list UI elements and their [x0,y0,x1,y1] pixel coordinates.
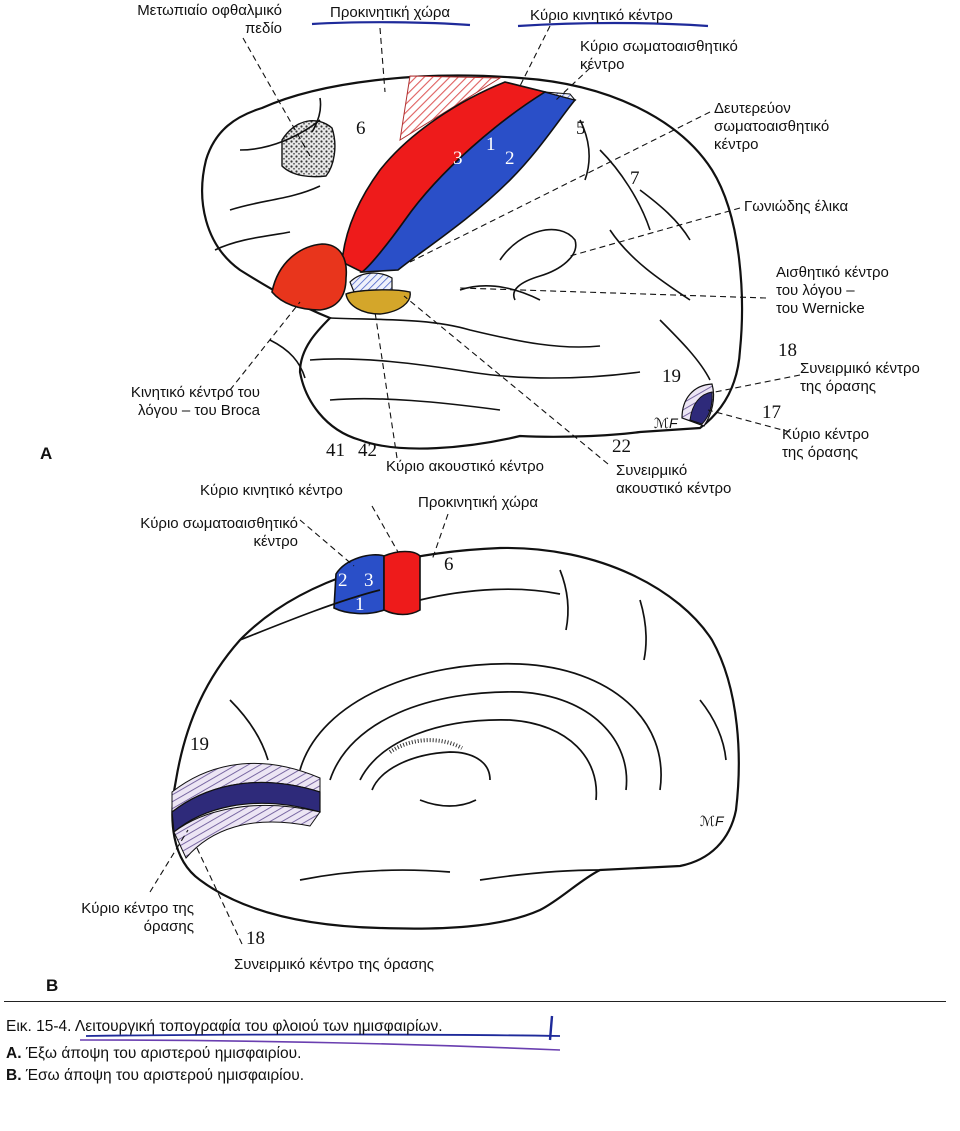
area-6-a: 6 [356,118,366,139]
label-line: του Wernicke [776,300,865,317]
label-line: όρασης [143,918,194,935]
label-line: πεδίο [244,20,282,37]
frontal-eye-field-area [281,120,336,178]
label-wernicke: Αισθητικό κέντρο του λόγου – του Wernick… [776,264,889,318]
area-41-a: 41 [326,440,345,461]
broca-area [271,243,348,311]
leader-lines-b [149,505,449,945]
area-5-a: 5 [576,118,586,139]
label-line: Δευτερεύον [714,100,791,117]
label-primary-visual-b: Κύριο κέντρο της όρασης [30,900,194,936]
label-line: Κύριο σωματοαισθητικό [580,38,738,55]
area-17-a: 17 [762,402,781,423]
label-line: ακουστικό κέντρο [616,480,732,497]
label-line: Κύριο κέντρο [782,426,870,443]
label-line: κέντρο [253,533,299,550]
label-line: Αισθητικό κέντρο [776,264,889,281]
area-3-a: 3 [453,148,463,169]
premotor-underline [311,21,471,27]
label-visual-association-a: Συνειρμικό κέντρο της όρασης [800,360,920,396]
area-1-b: 1 [355,594,365,615]
label-line: της όρασης [782,444,859,461]
caption-tag-a: Α. [6,1045,22,1062]
label-line: κέντρο [580,56,625,73]
label-premotor-a: Προκινητική χώρα [330,4,451,21]
area-7-a: 7 [630,168,640,189]
caption-tag-b: Β. [6,1067,22,1084]
primary-auditory-area [345,289,411,315]
medial-view [149,505,740,945]
area-22-a: 22 [612,436,631,457]
caption-marker [548,1015,554,1041]
fornix-dotted [388,738,463,754]
lateral-outline [201,74,744,450]
area-19-a: 19 [662,366,681,387]
caption-underline [85,1033,561,1037]
label-visual-association-b: Συνειρμικό κέντρο της όρασης [234,956,435,973]
auditory-assoc-small [349,272,393,293]
area-18-a: 18 [778,340,797,361]
caption-line-b: Β. Έσω άποψη του αριστερού ημισφαιρίου. [6,1066,304,1085]
caption-title: Εικ. 15-4. Λειτουργική τοπογραφία του φλ… [6,1018,443,1035]
label-secondary-somatosensory: Δευτερεύον σωματοαισθητικό κέντρο [714,100,829,154]
label-frontal-eye-field: Μετωπιαίο οφθαλμικό πεδίο [100,2,282,38]
label-line: Συνειρμικό [616,462,688,479]
label-primary-motor-b: Κύριο κινητικό κέντρο [200,482,343,499]
caption-divider [4,1001,946,1002]
medial-visual-assoc-lower [173,805,321,859]
medial-motor-area [383,550,421,616]
label-primary-somatosensory-b: Κύριο σωματοαισθητικό κέντρο [110,515,298,551]
panel-label-b: B [46,976,59,995]
area-6-b: 6 [444,554,454,575]
motor-underline [517,21,709,28]
medial-sulci [229,569,727,881]
label-line: Συνειρμικό κέντρο [800,360,920,377]
label-angular-gyrus: Γωνιώδης έλικα [744,198,849,215]
primary-somatosensory-area [359,91,577,273]
label-auditory-association: Συνειρμικό ακουστικό κέντρο [616,462,731,498]
label-line: της όρασης [800,378,877,395]
artist-signature-a: ℳF [654,415,678,431]
label-primary-visual-a: Κύριο κέντρο της όρασης [782,426,869,462]
area-2-a: 2 [505,148,515,169]
caption-line-a: Α. Έξω άποψη του αριστερού ημισφαιρίου. [6,1044,301,1063]
primary-visual-area-a [689,391,713,425]
label-line: Κινητικό κέντρο του [130,384,260,401]
caption-underline-purple [79,1039,561,1051]
area-2-b: 2 [338,570,348,591]
caption-text-a: Έξω άποψη του αριστερού ημισφαιρίου. [25,1045,302,1062]
label-line: του λόγου – [776,282,855,299]
medial-outline [171,546,740,930]
artist-signature-b: ℳF [700,813,724,829]
label-line: λόγου – του Broca [138,402,260,419]
leader-lines-a [229,25,801,465]
area-3-b: 3 [364,570,374,591]
lateral-view [201,21,801,465]
label-primary-somatosensory-a: Κύριο σωματοαισθητικό κέντρο [580,38,738,74]
label-primary-auditory: Κύριο ακουστικό κέντρο [386,458,544,475]
label-line: Κύριο κέντρο της [81,900,194,917]
area-18-b: 18 [246,928,265,949]
area-19-b: 19 [190,734,209,755]
label-line: Κύριο σωματοαισθητικό [140,515,298,532]
label-broca: Κινητικό κέντρο του λόγου – του Broca [90,384,260,420]
area-42-a: 42 [358,440,377,461]
label-premotor-b: Προκινητική χώρα [418,494,539,511]
label-line: κέντρο [714,136,759,153]
caption-text-b: Έσω άποψη του αριστερού ημισφαιρίου. [25,1067,305,1084]
panel-label-a: A [40,444,53,463]
area-1-a: 1 [486,134,496,155]
label-line: σωματοαισθητικό [714,118,830,135]
label-line: Μετωπιαίο οφθαλμικό [137,2,282,19]
label-primary-motor-a: Κύριο κινητικό κέντρο [530,7,673,24]
